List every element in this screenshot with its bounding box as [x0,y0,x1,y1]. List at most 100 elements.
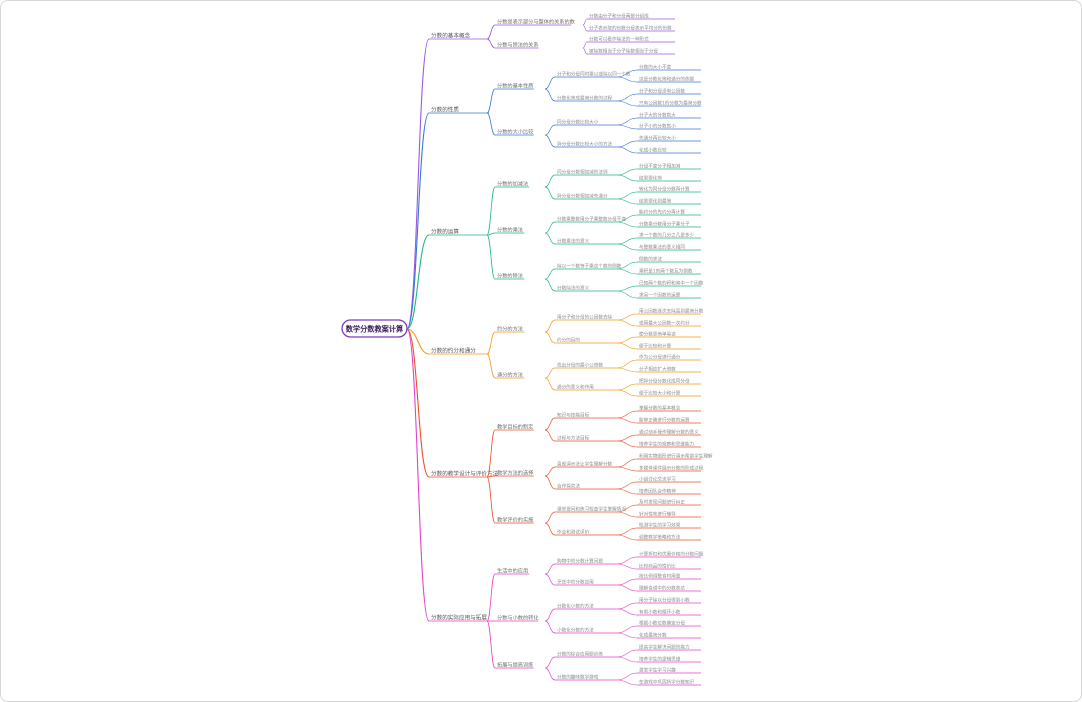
child-node: 分数的基本性质 [497,81,533,89]
leaf-connector [616,313,638,321]
grandchild-node: 过程与方法目标 [557,434,590,441]
leaf-node: 分母不变分子相加减 [639,162,681,169]
child-connector [486,475,496,478]
leaf-connector [616,584,638,592]
leaf-node: 培养学生的观察和思维能力 [639,440,695,447]
grandchild-node: 分数的趣味数学游戏 [557,673,599,680]
child-node: 拓展与提高训练 [497,660,533,668]
leaf-node: 小组讨论交流学习 [639,475,676,482]
leaf-connector [616,578,638,586]
leaf-connector [616,672,638,681]
grandchild-connector [544,563,556,575]
leaf-node: 分数乘分数用分子乘分子 [639,220,690,227]
leaf-node: 能够正确进行分数的运算 [639,416,690,423]
leaf-connector [616,221,638,228]
leaf-node: 乘积是1的两个数互为倒数 [639,267,693,274]
child-node: 分数与除法的关系 [497,40,539,48]
leaf-node: 在游戏中巩固所学分数知识 [639,678,695,685]
grandchild-connector [544,232,556,245]
leaf-node: 分子小的分数就小 [639,122,676,129]
leaf-connector [616,319,638,327]
leaf-connector [616,608,638,616]
leaf-connector [616,466,638,472]
grandchild-node: 分数乘整数用分子乘整数分母不变 [557,215,626,222]
branch-connector [406,38,430,330]
grandchild-connector [544,174,556,188]
leaf-node: 便于比较和计算 [639,342,672,349]
child-node: 分数的除法 [497,271,523,279]
grandchild-node: 分数化简成最简分数的过程 [557,94,613,101]
child-connector [486,232,496,236]
leaf-connector [616,214,638,223]
leaf-node: 有限小数和循环小数 [639,608,681,615]
leaf-connector [582,24,588,32]
leaf-connector [616,336,638,344]
leaf-connector [616,69,638,78]
grandchild-connector [544,76,556,90]
leaf-node: 培养团队合作精神 [639,487,676,494]
leaf-node: 分子大的分数就大 [639,111,676,118]
child-connector [486,331,496,355]
leaf-node: 及时发现问题进行纠正 [639,498,685,505]
leaf-connector [616,198,638,205]
leaf-connector [616,191,638,200]
leaf-connector [616,434,638,442]
leaf-connector [582,18,588,26]
leaf-node: 把异分母分数化成同分母 [639,377,690,384]
grandchild-node: 分子和分母同时乘以或除以同一个数 [557,70,631,77]
leaf-node: 根据小数位数确定分母 [639,619,685,626]
leaf-connector [616,556,638,565]
branch-connector [406,234,430,330]
branch-node: 分数的运算 [431,227,459,235]
grandchild-connector [544,331,556,344]
leaf-connector [616,440,638,448]
leaf-node: 结果要化简 [639,174,662,181]
grandchild-node: 分数的综合应用题训练 [557,650,603,657]
grandchild-node: 同分母分数相加减的法则 [557,168,608,175]
grandchild-connector [544,134,556,148]
branch-node: 分数的实际应用与拓展 [431,613,487,621]
branch-connector [406,328,430,478]
grandchild-connector [544,511,556,524]
grandchild-connector [544,656,556,669]
grandchild-node: 找出分母的最小公倍数 [557,361,603,368]
grandchild-node: 小数化分数的方法 [557,626,594,633]
leaf-connector [582,41,588,49]
grandchild-node: 异分母分数比较大小的方法 [557,140,613,147]
child-node: 教学目标的制定 [497,422,533,430]
leaf-connector [616,511,638,518]
child-connector [486,476,496,524]
leaf-node: 计算折扣和优惠价格的分数问题 [639,550,704,557]
leaf-connector [616,488,638,495]
leaf-node: 转化为同分母分数再计算 [639,185,690,192]
root-node-label: 数学分数教案计算 [346,325,404,334]
child-node: 约分的方法 [497,324,523,332]
leaf-node: 能约分的先约分再计算 [639,208,685,215]
leaf-node: 结果要化到最简 [639,197,672,204]
leaf-node: 分子相应扩大倍数 [639,365,676,372]
leaf-connector [616,632,638,639]
leaf-node: 已知两个数的积和其中一个因数 [639,279,704,286]
leaf-node: 只有公因数1的分数为最简分数 [639,99,702,106]
child-node: 通分的方法 [497,370,523,378]
leaf-connector [616,285,638,292]
grandchild-node: 知识与技能目标 [557,411,590,418]
grandchild-connector [544,88,556,102]
leaf-connector [616,383,638,391]
grandchild-connector [544,466,556,477]
leaf-node: 用公因数逐次去除直到最简分数 [639,307,704,314]
leaf-node: 便于比较大小和计算 [639,389,681,396]
leaf-connector [616,93,638,102]
leaf-connector [616,504,638,513]
child-node: 教学评价的实施 [497,515,533,523]
leaf-connector [616,76,638,83]
grandchild-node: 购物中的分数计算问题 [557,557,603,564]
grandchild-connector [544,278,556,292]
leaf-node: 提高学生解决问题的能力 [639,643,690,650]
child-node: 分数是表示部分与整体的关系的数 [497,17,576,25]
child-node: 分数的大小比较 [497,127,533,135]
grandchild-connector [544,417,556,431]
child-connector [486,112,496,136]
leaf-node: 分数可以看作除法的一种形式 [589,35,649,42]
